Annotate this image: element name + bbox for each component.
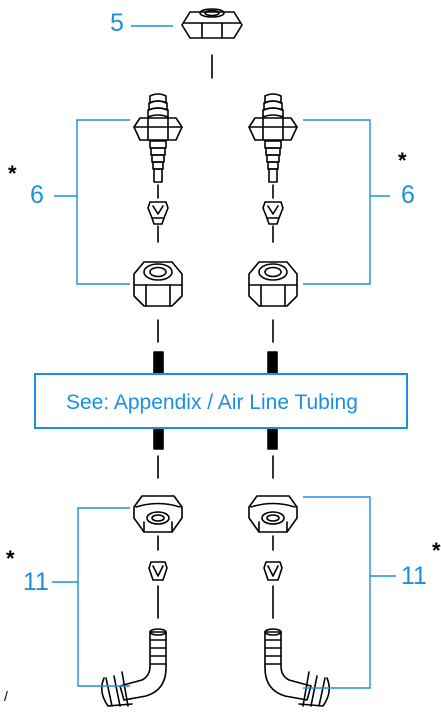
asterisk-11-left: *: [6, 546, 15, 571]
appendix-callout-box: See: Appendix / Air Line Tubing: [34, 373, 408, 429]
part-number-5: 5: [110, 9, 124, 37]
bracket-11-left: [52, 507, 130, 687]
bracket-6-right: [303, 119, 390, 285]
part-number-11-left: 11: [23, 568, 49, 596]
part-number-11-right: 11: [401, 562, 427, 590]
compression-nut-left-lower: [133, 495, 183, 551]
top-hex-nut: [181, 8, 243, 79]
asterisk-11-right: *: [432, 538, 441, 563]
bracket-11-right: [303, 496, 396, 689]
appendix-callout-text: See: Appendix / Air Line Tubing: [66, 391, 358, 414]
barb-fitting-right: [248, 93, 298, 183]
edge-mark: /: [4, 688, 8, 704]
part-number-6-left: 6: [30, 181, 44, 209]
collet-right-lower: [263, 561, 283, 619]
barb-fitting-left: [133, 93, 183, 183]
asterisk-6-right: *: [398, 148, 407, 173]
compression-nut-right-lower: [248, 495, 298, 551]
collet-left-upper: [147, 184, 169, 243]
compression-nut-right-upper: [248, 261, 298, 343]
compression-nut-left-upper: [133, 261, 183, 343]
part-number-6-right: 6: [401, 181, 415, 209]
bracket-6-left: [54, 119, 130, 285]
elbow-fitting-left: [100, 628, 167, 707]
elbow-fitting-right: [264, 628, 331, 707]
tubing-right: [267, 351, 278, 479]
collet-left-lower: [148, 561, 168, 619]
asterisk-6-left: *: [8, 161, 17, 186]
collet-right-upper: [262, 184, 284, 243]
